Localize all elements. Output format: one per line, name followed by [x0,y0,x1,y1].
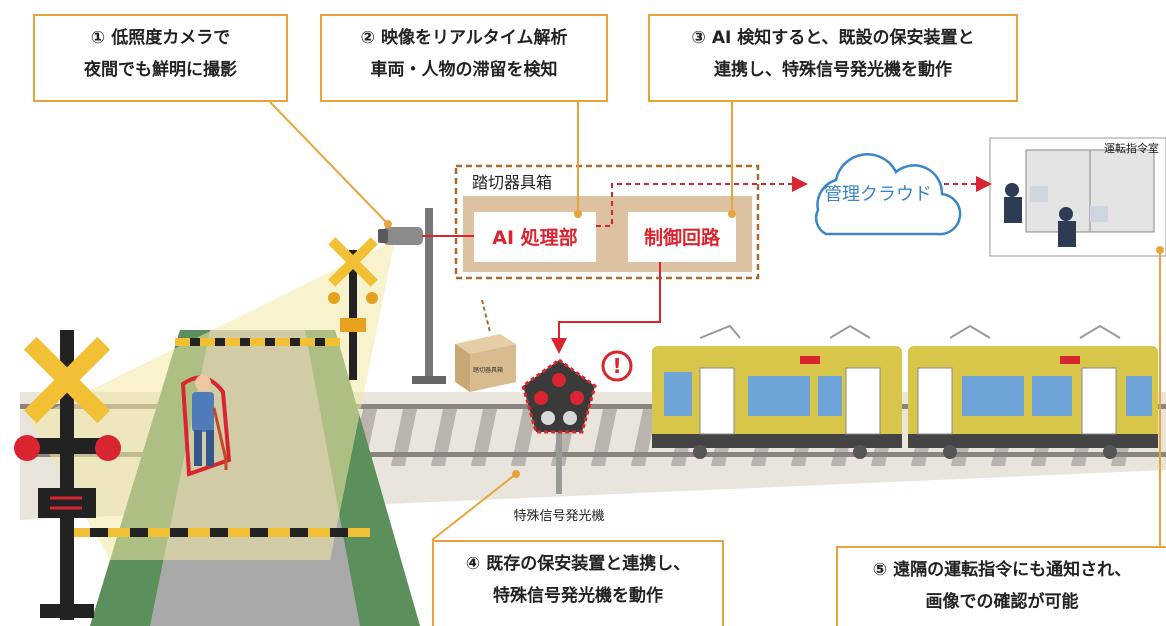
callout-5-number: ⑤ [872,560,888,580]
callout-2-number: ② [360,28,375,48]
callout-2-line1: 映像をリアルタイム解析 [380,28,568,48]
camera-icon [378,227,423,245]
far-crossing-signal [328,237,378,380]
callout-1-line1: 低照度カメラで [111,28,231,48]
ai-processing-unit-label: AI 処理部 [492,226,577,249]
callout-3-number: ③ [691,28,706,48]
rail-lower [20,452,1166,457]
control-room-label: 運転指令室 [1104,141,1159,155]
callout-1-line2: 夜間でも鮮明に撮影 [84,60,237,80]
control-room-icon [989,137,1166,257]
train-icon [652,324,1158,459]
callout-3-line2: 連携し、特殊信号発光機を動作 [714,60,952,80]
callout-5-line1: 遠隔の運転指令にも通知され、 [893,560,1132,580]
control-circuit-label: 制御回路 [644,226,721,249]
special-signal-label: 特殊信号発光機 [513,509,604,524]
special-signal-light [521,358,597,494]
alert-symbol: ! [612,354,621,378]
cloud-icon [814,153,962,236]
rail-upper [20,404,1166,409]
equipment-box-icon [455,299,516,392]
callout-1-number: ① [90,28,106,48]
signal-connections [422,176,992,354]
callout-2-line2: 車両・人物の滞留を検知 [370,60,558,80]
callout-3-line1: AI 検知すると、既設の保安装置と [711,28,975,48]
crossing-boards [70,338,370,537]
equipment-enclosure [454,164,760,280]
alert-icon [601,350,633,382]
callout-leaders [269,100,1164,546]
equipment-box-label: 踏切器具箱 [473,366,503,374]
callout-4-line1: 既存の保安装置と連携し、 [486,554,691,574]
pedestrian-with-walker-icon [180,375,232,477]
equipment-enclosure-title: 踏切器具箱 [472,173,552,192]
callout-4-number: ④ [465,554,481,574]
callout-4-line2: 特殊信号発光機を動作 [493,586,663,606]
near-crossing-signal [14,330,121,620]
cloud-label: 管理クラウド [824,184,932,205]
camera-assembly [378,208,446,384]
callout-5-line2: 画像での確認が可能 [925,592,1079,612]
